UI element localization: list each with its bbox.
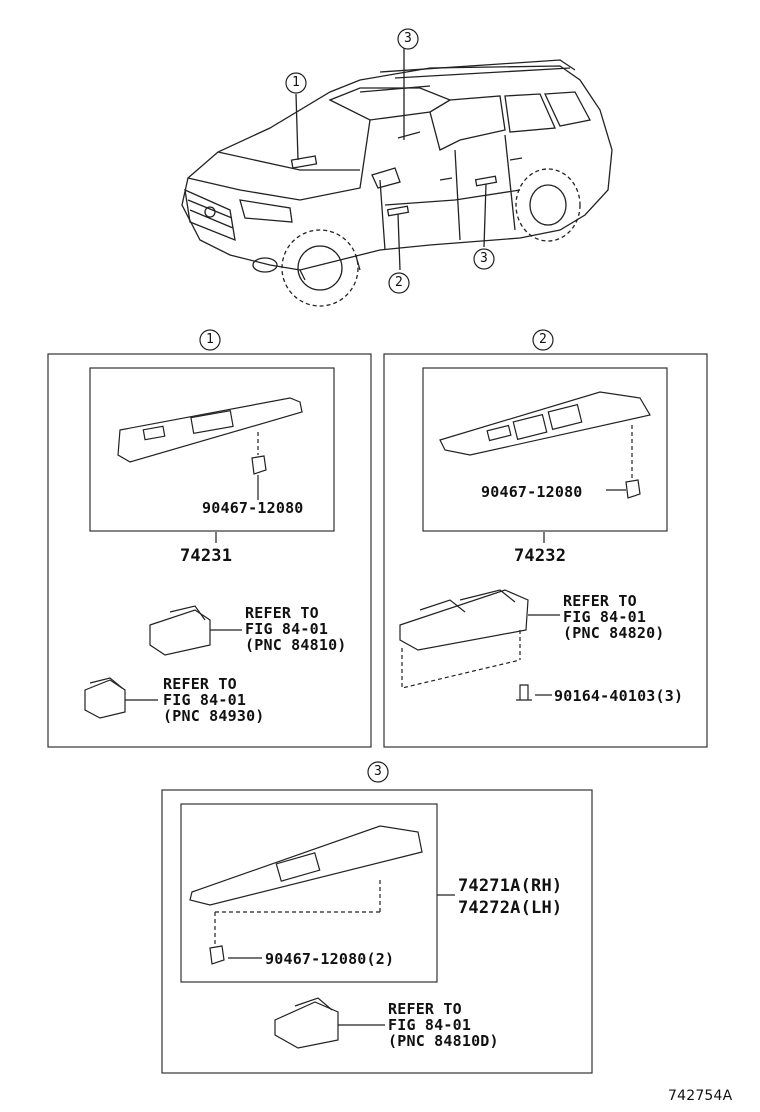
panel-1-refer-1-line-3: (PNC 84810)	[245, 636, 347, 654]
panel-2-refer-1-line-3: (PNC 84820)	[563, 624, 665, 642]
panel-1-bezel-part-number: 74231	[180, 546, 233, 566]
panel-1-refer-2-line-1: REFER TO	[163, 675, 237, 693]
panel-1-inner-frame	[89, 367, 335, 532]
callout-circle-panel-3	[367, 761, 389, 783]
callout-circle-3-vehicle-top	[397, 28, 419, 50]
callout-circle-2-vehicle	[388, 272, 410, 294]
clip-panel-3	[209, 945, 225, 965]
clip-panel-2	[625, 479, 641, 499]
vehicle-callouts	[285, 28, 495, 294]
callout-circle-1-vehicle	[285, 72, 307, 94]
panel-callouts	[199, 329, 554, 783]
panel-1-clip-part-number: 90467-12080	[202, 499, 304, 517]
panel-frames	[47, 353, 708, 1074]
panel-3-clip-part-number: 90467-12080(2)	[265, 950, 395, 968]
clip-panel-1	[251, 455, 267, 475]
panel-1-refer-2-line-3: (PNC 84930)	[163, 707, 265, 725]
panel-3-frame	[161, 789, 593, 1074]
panel-1-refer-1-line-1: REFER TO	[245, 604, 319, 622]
panel-2-parts	[399, 391, 651, 701]
panel-3-bezel-rh-part-number: 74271A(RH)	[458, 876, 563, 896]
bezel-74231-shape	[117, 397, 303, 463]
panel-1-refer-2-line-2: FIG 84-01	[163, 691, 247, 709]
panel-2-inner-frame	[422, 367, 668, 532]
panel-3-parts	[189, 825, 455, 1049]
callout-1-panel-label: 1	[206, 332, 215, 347]
panel-2-screw-part-number: 90164-40103(3)	[554, 687, 684, 705]
panel-2-refer-1-line-2: FIG 84-01	[563, 608, 647, 626]
callout-circle-3-vehicle-bottom	[473, 248, 495, 270]
panel-2-frame	[383, 353, 708, 748]
panel-2-clip-part-number: 90467-12080	[481, 483, 583, 501]
callout-circle-panel-2	[532, 329, 554, 351]
panel-3-refer-1-line-3: (PNC 84810D)	[388, 1032, 499, 1050]
panel-3-refer-1-line-1: REFER TO	[388, 1000, 462, 1018]
callout-3-panel-label: 3	[374, 764, 383, 779]
panel-3-refer-1-line-2: FIG 84-01	[388, 1016, 472, 1034]
bezel-74271A-shape	[189, 825, 423, 906]
panel-1-frame	[47, 353, 372, 748]
callout-2-panel-label: 2	[539, 332, 548, 347]
panel-1-parts	[84, 397, 303, 719]
panel-2-bezel-part-number: 74232	[514, 546, 567, 566]
figure-id: 742754A	[668, 1088, 733, 1104]
bezel-74232-shape	[439, 391, 651, 456]
master-switch-shape	[399, 589, 529, 651]
callout-3-vehicle-bottom-label: 3	[480, 251, 489, 266]
panel-1-refer-1-line-2: FIG 84-01	[245, 620, 329, 638]
panel-3-bezel-lh-part-number: 74272A(LH)	[458, 898, 563, 918]
callout-2-vehicle-label: 2	[395, 275, 404, 290]
vehicle-illustration	[181, 48, 613, 307]
panel-3-inner-frame	[180, 803, 438, 983]
callout-3-vehicle-top-label: 3	[404, 31, 413, 46]
panel-2-refer-1-line-1: REFER TO	[563, 592, 637, 610]
callout-1-vehicle-label: 1	[292, 75, 301, 90]
callout-circle-panel-1	[199, 329, 221, 351]
